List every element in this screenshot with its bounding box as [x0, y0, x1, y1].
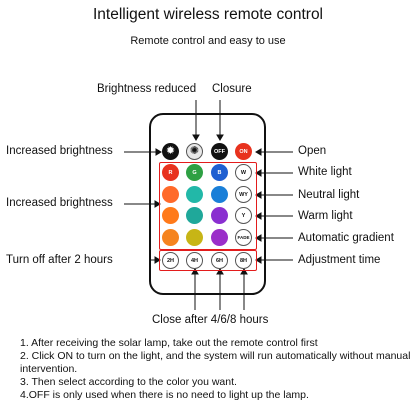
brightness-down-button[interactable]: ✺: [186, 143, 203, 160]
instruction-4: 4.OFF is only used when there is no need…: [20, 389, 309, 401]
sun-bright-icon: ✹: [165, 145, 176, 157]
label-neutral-light: Neutral light: [298, 189, 360, 201]
label-increased-brightness-side: Increased brightness: [6, 197, 113, 209]
label-close-after: Close after 4/6/8 hours: [152, 314, 269, 326]
instructions: 1. After receiving the solar lamp, take …: [20, 337, 412, 402]
label-adjustment-time: Adjustment time: [298, 254, 381, 266]
blue-button[interactable]: B: [211, 164, 228, 181]
label-warm-light: Warm light: [298, 210, 353, 222]
color-button-orange[interactable]: [162, 207, 179, 224]
color-button-purple[interactable]: [211, 207, 228, 224]
red-button[interactable]: R: [162, 164, 179, 181]
neutral-light-button[interactable]: WY: [235, 186, 252, 203]
on-button[interactable]: ON: [235, 143, 252, 160]
label-open: Open: [298, 145, 327, 157]
timer-8h-button[interactable]: 8H: [235, 252, 252, 269]
color-button-amber[interactable]: [162, 229, 179, 246]
instruction-2: 2. Click ON to turn on the light, and th…: [20, 350, 411, 375]
sun-dim-icon: ✺: [189, 145, 200, 157]
label-automatic-gradient: Automatic gradient: [298, 232, 394, 244]
label-closure: Closure: [212, 83, 252, 95]
color-button-sky-blue[interactable]: [211, 186, 228, 203]
label-brightness-reduced: Brightness reduced: [97, 83, 197, 95]
off-button[interactable]: OFF: [211, 143, 228, 160]
green-button[interactable]: G: [186, 164, 203, 181]
label-turn-off-2h: Turn off after 2 hours: [6, 254, 113, 266]
fade-button[interactable]: FADE: [235, 229, 252, 246]
color-button-orange-red[interactable]: [162, 186, 179, 203]
white-light-button[interactable]: W: [235, 164, 252, 181]
color-button-group: [159, 162, 257, 250]
page-title: Intelligent wireless remote control: [92, 6, 324, 23]
timer-button-group: [159, 250, 257, 271]
label-white-light: White light: [298, 166, 352, 178]
timer-2h-button[interactable]: 2H: [162, 252, 179, 269]
color-button-teal[interactable]: [186, 186, 203, 203]
warm-light-button[interactable]: Y: [235, 207, 252, 224]
timer-6h-button[interactable]: 6H: [211, 252, 228, 269]
timer-4h-button[interactable]: 4H: [186, 252, 203, 269]
instruction-3: 3. Then select according to the color yo…: [20, 376, 237, 388]
instruction-1: 1. After receiving the solar lamp, take …: [20, 337, 318, 349]
page-subtitle: Remote control and easy to use: [130, 35, 286, 47]
color-button-violet[interactable]: [211, 229, 228, 246]
color-button-yellow[interactable]: [186, 229, 203, 246]
label-increased-brightness-top: Increased brightness: [6, 145, 113, 157]
remote-control: [149, 113, 266, 295]
brightness-up-button[interactable]: ✹: [162, 143, 179, 160]
color-button-cyan[interactable]: [186, 207, 203, 224]
